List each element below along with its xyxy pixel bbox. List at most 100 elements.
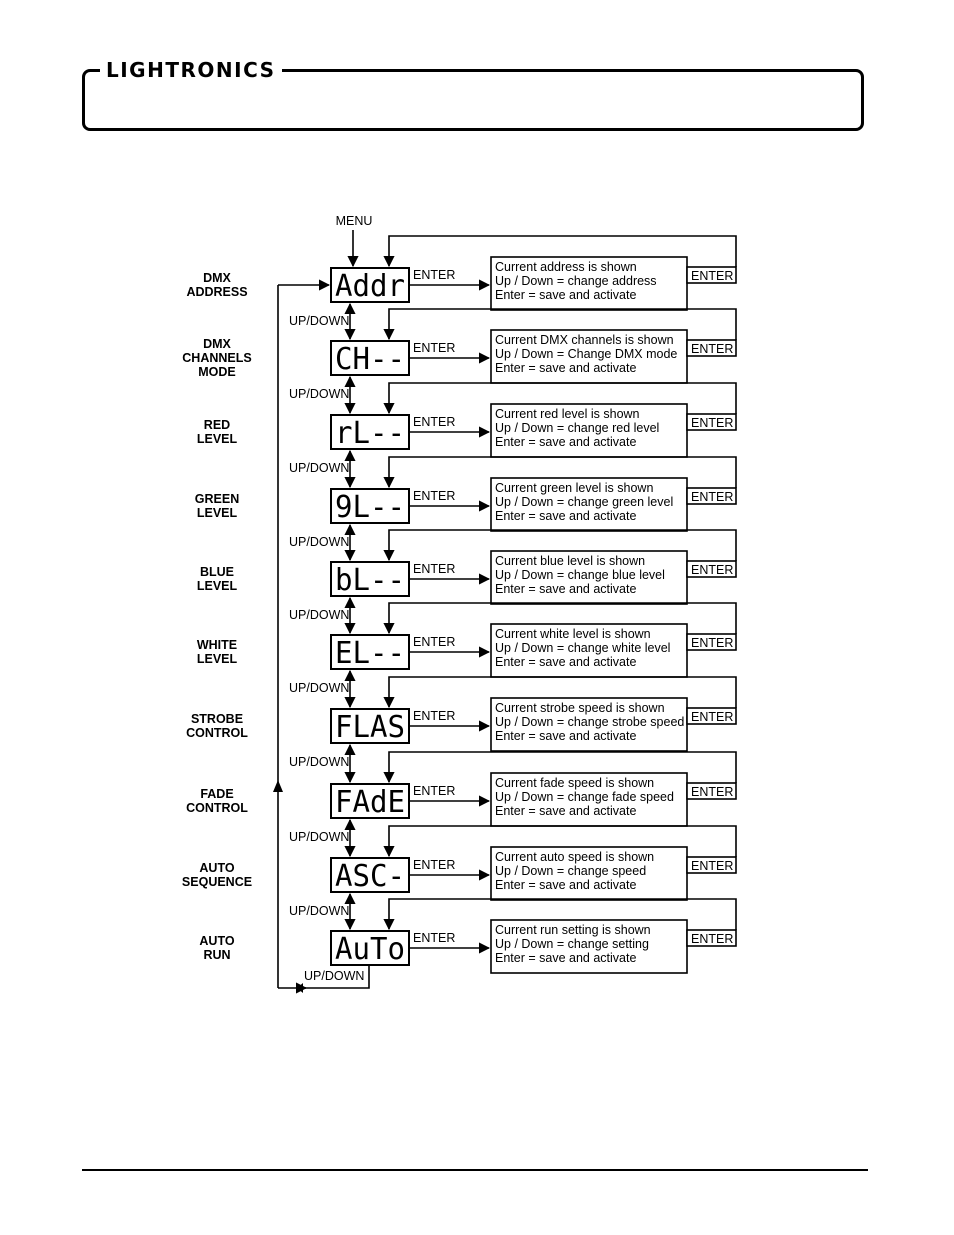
description-line-el-2: Enter = save and activate: [495, 655, 636, 669]
description-line-asc-1: Up / Down = change speed: [495, 864, 646, 878]
description-line-9l-0: Current green level is shown: [495, 481, 653, 495]
logo-text: LIGHTRONICS: [106, 58, 276, 82]
description-line-ch-2: Enter = save and activate: [495, 361, 636, 375]
return-enter-box-rl: [686, 413, 737, 431]
side-label-bl-0: BLUE: [200, 565, 234, 579]
description-line-fade-2: Enter = save and activate: [495, 804, 636, 818]
description-box-rl: [490, 403, 688, 458]
display-text-flas: FLAS: [335, 710, 405, 745]
enter-label-flas: ENTER: [413, 709, 455, 723]
description-line-auto-0: Current run setting is shown: [495, 923, 651, 937]
side-label-rl-0: RED: [204, 418, 230, 432]
return-enter-label-bl: ENTER: [691, 563, 733, 577]
description-line-bl-0: Current blue level is shown: [495, 554, 645, 568]
updown-label-fade: UP/DOWN: [289, 830, 349, 844]
display-text-addr: Addr: [335, 269, 405, 304]
display-box-ch: [330, 340, 410, 376]
return-enter-box-flas: [686, 707, 737, 725]
header-frame: [82, 69, 864, 131]
return-loop-flas: [383, 676, 737, 709]
updown-label-ch: UP/DOWN: [289, 387, 349, 401]
return-loop-auto: [383, 898, 737, 931]
description-line-rl-2: Enter = save and activate: [495, 435, 636, 449]
return-loop-ch: [383, 308, 737, 341]
display-box-addr: [330, 267, 410, 303]
side-label-el-0: WHITE: [197, 638, 237, 652]
side-label-ch-1: CHANNELS: [182, 351, 251, 365]
updown-label-bl: UP/DOWN: [289, 608, 349, 622]
display-box-fade: [330, 783, 410, 819]
description-line-flas-1: Up / Down = change strobe speed: [495, 715, 684, 729]
side-label-asc-0: AUTO: [199, 861, 234, 875]
side-label-fade-0: FADE: [200, 787, 233, 801]
description-line-fade-0: Current fade speed is shown: [495, 776, 654, 790]
return-enter-box-ch: [686, 339, 737, 357]
description-line-fade-1: Up / Down = change fade speed: [495, 790, 674, 804]
side-label-ch-0: DMX: [203, 337, 231, 351]
description-line-el-0: Current white level is shown: [495, 627, 651, 641]
description-box-flas: [490, 697, 688, 752]
description-line-9l-2: Enter = save and activate: [495, 509, 636, 523]
updown-label-asc: UP/DOWN: [289, 904, 349, 918]
enter-label-ch: ENTER: [413, 341, 455, 355]
display-text-9l: 9L--: [335, 490, 405, 525]
updown-label-addr: UP/DOWN: [289, 314, 349, 328]
enter-label-9l: ENTER: [413, 489, 455, 503]
display-text-rl: rL--: [335, 416, 405, 451]
description-box-9l: [490, 477, 688, 532]
side-label-asc-1: SEQUENCE: [182, 875, 252, 889]
description-box-el: [490, 623, 688, 678]
return-enter-label-asc: ENTER: [691, 859, 733, 873]
display-box-9l: [330, 488, 410, 524]
wrap-left-arrowhead: [297, 983, 303, 993]
display-box-rl: [330, 414, 410, 450]
description-box-ch: [490, 329, 688, 384]
side-label-fade-1: CONTROL: [186, 801, 248, 815]
side-label-flas-1: CONTROL: [186, 726, 248, 740]
side-label-bl-1: LEVEL: [197, 579, 238, 593]
description-line-el-1: Up / Down = change white level: [495, 641, 670, 655]
display-box-auto: [330, 930, 410, 966]
updown-label-rl: UP/DOWN: [289, 461, 349, 475]
description-line-addr-1: Up / Down = change address: [495, 274, 657, 288]
description-line-rl-0: Current red level is shown: [495, 407, 640, 421]
side-label-9l-0: GREEN: [195, 492, 239, 506]
return-loop-9l: [383, 456, 737, 489]
side-label-el-1: LEVEL: [197, 652, 238, 666]
wrap-bottom-line: [278, 965, 370, 989]
enter-label-rl: ENTER: [413, 415, 455, 429]
side-label-auto-1: RUN: [203, 948, 230, 962]
side-label-9l-1: LEVEL: [197, 506, 238, 520]
side-label-rl-1: LEVEL: [197, 432, 238, 446]
display-text-bl: bL--: [335, 563, 405, 598]
description-line-addr-0: Current address is shown: [495, 260, 637, 274]
enter-label-addr: ENTER: [413, 268, 455, 282]
return-enter-label-auto: ENTER: [691, 932, 733, 946]
return-enter-box-el: [686, 633, 737, 651]
side-label-ch-2: MODE: [198, 365, 236, 379]
return-enter-label-flas: ENTER: [691, 710, 733, 724]
description-line-auto-1: Up / Down = change setting: [495, 937, 649, 951]
return-enter-label-rl: ENTER: [691, 416, 733, 430]
description-line-rl-1: Up / Down = change red level: [495, 421, 659, 435]
menu-label: MENU: [336, 214, 373, 228]
return-enter-box-auto: [686, 929, 737, 947]
display-text-asc: ASC-: [335, 859, 405, 894]
return-enter-box-fade: [686, 782, 737, 800]
return-enter-label-9l: ENTER: [691, 490, 733, 504]
description-box-auto: [490, 919, 688, 974]
return-enter-box-9l: [686, 487, 737, 505]
display-text-auto: AuTo: [335, 932, 405, 967]
return-loop-asc: [383, 825, 737, 858]
return-enter-label-fade: ENTER: [691, 785, 733, 799]
description-box-fade: [490, 772, 688, 827]
return-enter-label-addr: ENTER: [691, 269, 733, 283]
updown-label-el: UP/DOWN: [289, 681, 349, 695]
description-line-ch-0: Current DMX channels is shown: [495, 333, 674, 347]
display-box-el: [330, 634, 410, 670]
return-loop-el: [383, 602, 737, 635]
description-box-asc: [490, 846, 688, 901]
return-loop-rl: [383, 382, 737, 415]
wrap-up-arrowhead: [273, 780, 283, 792]
